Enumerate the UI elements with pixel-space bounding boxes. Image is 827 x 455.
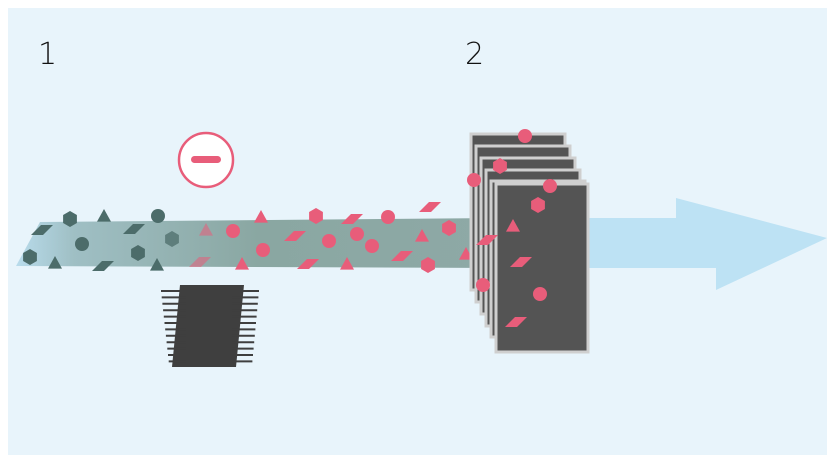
charged-particle xyxy=(381,210,395,224)
charged-particle xyxy=(284,231,306,241)
neutral-particle xyxy=(75,237,89,251)
neutral-particle xyxy=(151,209,165,223)
neutral-particle xyxy=(92,261,114,271)
neutral-particle xyxy=(123,224,145,234)
neutral-particle xyxy=(165,231,179,247)
captured-particle xyxy=(533,287,547,301)
neutral-particle xyxy=(63,211,77,227)
captured-particle xyxy=(467,173,481,187)
captured-particle xyxy=(510,257,532,267)
charged-particle xyxy=(297,259,319,269)
neutral-particle xyxy=(31,225,53,235)
charged-particle xyxy=(322,234,336,248)
charged-particle xyxy=(421,257,435,273)
neutral-particles xyxy=(23,209,179,271)
neutral-particle xyxy=(48,256,62,269)
charged-particle xyxy=(442,220,456,236)
neutral-particle xyxy=(131,245,145,261)
step-2-label: 2 xyxy=(465,37,485,72)
captured-particle xyxy=(476,235,498,245)
neutral-particle xyxy=(97,209,111,222)
neutral-particle xyxy=(23,249,37,265)
charged-particle xyxy=(341,214,363,224)
captured-particle xyxy=(543,179,557,193)
charged-particle xyxy=(235,257,249,270)
captured-particle xyxy=(493,158,507,174)
charged-particle xyxy=(415,229,429,242)
step-1-label: 1 xyxy=(38,37,58,72)
minus-circle-icon xyxy=(177,131,235,189)
charged-particle xyxy=(309,208,323,224)
chip-body xyxy=(172,285,244,367)
charged-particle xyxy=(226,224,240,238)
captured-particle xyxy=(506,219,520,232)
charged-particle xyxy=(365,239,379,253)
captured-particle xyxy=(518,129,532,143)
ionizer-chip-icon xyxy=(161,285,259,367)
charged-particle xyxy=(256,243,270,257)
captured-particle xyxy=(505,317,527,327)
charged-particle xyxy=(189,257,211,267)
neutral-particle xyxy=(150,258,164,271)
charged-particle xyxy=(419,202,441,212)
charged-particle xyxy=(340,257,354,270)
charged-particle xyxy=(254,210,268,223)
charged-particle xyxy=(199,223,213,236)
clean-air-arrow xyxy=(560,198,827,290)
charged-particle xyxy=(391,251,413,261)
captured-particle xyxy=(476,278,490,292)
charged-particle xyxy=(350,227,364,241)
filter-plates-icon xyxy=(467,129,590,354)
charged-particles xyxy=(189,202,473,273)
captured-particle xyxy=(531,197,545,213)
